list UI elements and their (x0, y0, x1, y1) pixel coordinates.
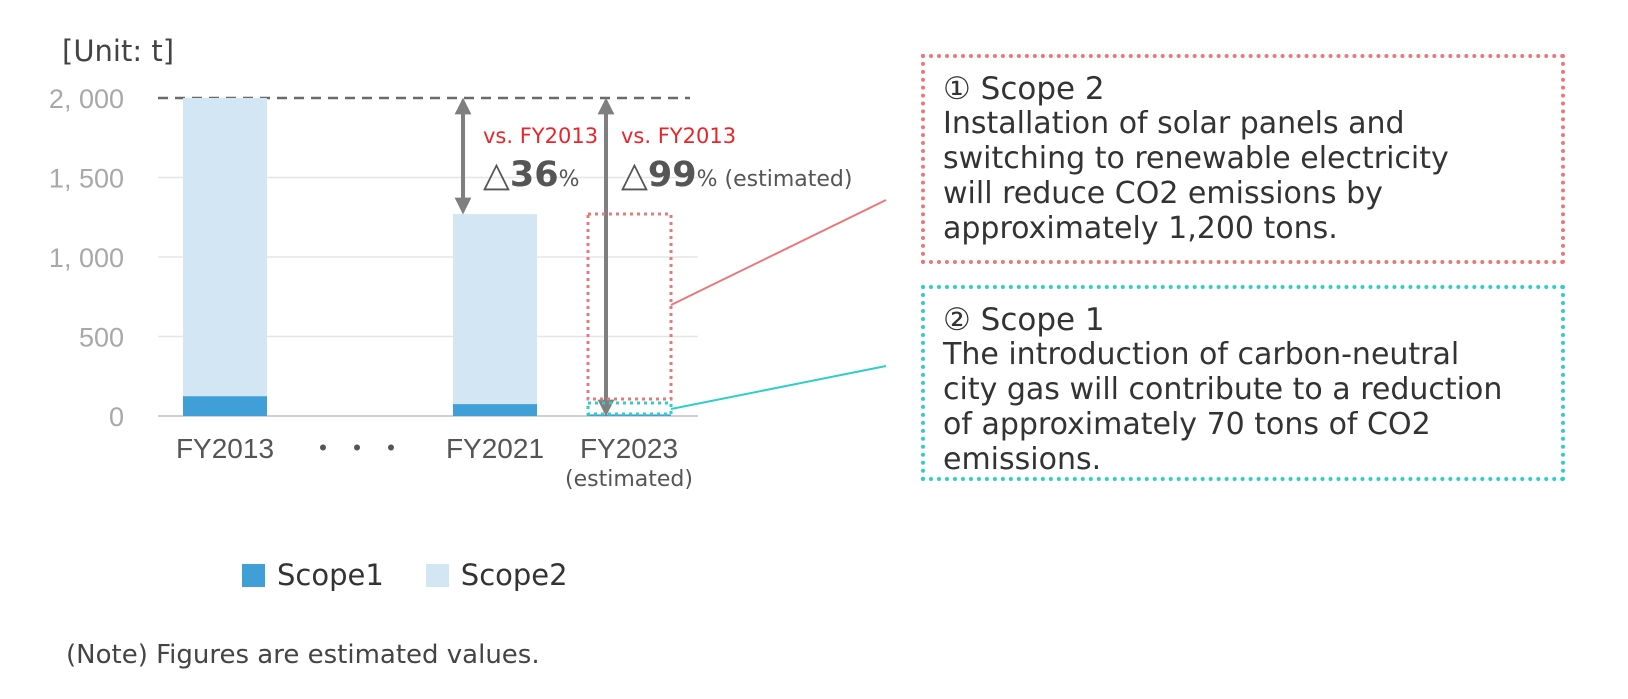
scope1-highlight-box (586, 401, 673, 416)
bar-scope1-fy2013 (183, 396, 267, 416)
legend-swatch-scope1 (242, 563, 265, 587)
chart-legend: Scope1 Scope2 (242, 558, 610, 592)
scope1-note-line-2: city gas will contribute to a reduction (943, 372, 1503, 407)
footnote: (Note) Figures are estimated values. (66, 640, 540, 670)
scope2-note-box: ① Scope 2 Installation of solar panels a… (921, 54, 1565, 264)
legend-label-scope1: Scope1 (277, 558, 384, 592)
x-tick-label: FY2021 (446, 433, 544, 464)
x-tick-sublabel: (estimated) (565, 467, 693, 492)
bar-scope2-fy2013 (183, 98, 267, 397)
y-tick-label: 1, 500 (49, 164, 124, 194)
annotation-reduction-1: △36% (483, 155, 580, 195)
x-tick-label: FY2013 (176, 433, 274, 464)
scope2-note-line-3: will reduce CO2 emissions by (943, 176, 1383, 211)
y-tick-label: 500 (79, 323, 124, 353)
scope2-connector-line (670, 199, 887, 306)
annotation-vs-label-1: vs. FY2013 (483, 124, 598, 148)
y-axis-labels: 0 500 1, 000 1, 500 2, 000 (49, 84, 124, 432)
bars (183, 98, 671, 416)
gap-ellipsis: ・・・ (309, 433, 411, 464)
annotation-reduction-2: △99% (estimated) (621, 155, 852, 195)
scope2-highlight-box (586, 212, 673, 401)
scope2-note-title: ① Scope 2 (943, 71, 1105, 107)
annotation-vs-label-2: vs. FY2013 (621, 124, 736, 148)
bar-scope1-fy2021 (453, 404, 537, 416)
scope1-note-box: ② Scope 1 The introduction of carbon-neu… (921, 285, 1565, 481)
scope1-note-line-1: The introduction of carbon-neutral (943, 337, 1460, 372)
x-tick-label: FY2023 (580, 433, 678, 464)
scope1-connector-line (670, 365, 887, 410)
scope2-note-line-4: approximately 1,200 tons. (943, 211, 1338, 246)
scope1-note-title: ② Scope 1 (943, 302, 1105, 338)
y-tick-label: 0 (109, 402, 124, 432)
x-axis-labels: FY2013 FY2021 FY2023 (estimated) ・・・ (176, 433, 693, 492)
legend-label-scope2: Scope2 (460, 558, 568, 592)
scope2-note-line-1: Installation of solar panels and (943, 106, 1405, 141)
legend-swatch-scope2 (425, 563, 449, 587)
legend-item-scope2: Scope2 (425, 558, 568, 592)
scope2-note-line-2: switching to renewable electricity (943, 141, 1449, 176)
y-tick-label: 2, 000 (49, 84, 124, 114)
scope1-note-line-3: of approximately 70 tons of CO2 (943, 407, 1431, 442)
bar-scope2-fy2021 (453, 214, 537, 405)
unit-label: [Unit: t] (62, 34, 174, 68)
legend-item-scope1: Scope1 (242, 558, 384, 592)
y-tick-label: 1, 000 (49, 243, 124, 273)
scope1-note-line-4: emissions. (943, 442, 1102, 477)
annotations: vs. FY2013 △36% vs. FY2013 △99% (estimated) (454, 97, 887, 417)
